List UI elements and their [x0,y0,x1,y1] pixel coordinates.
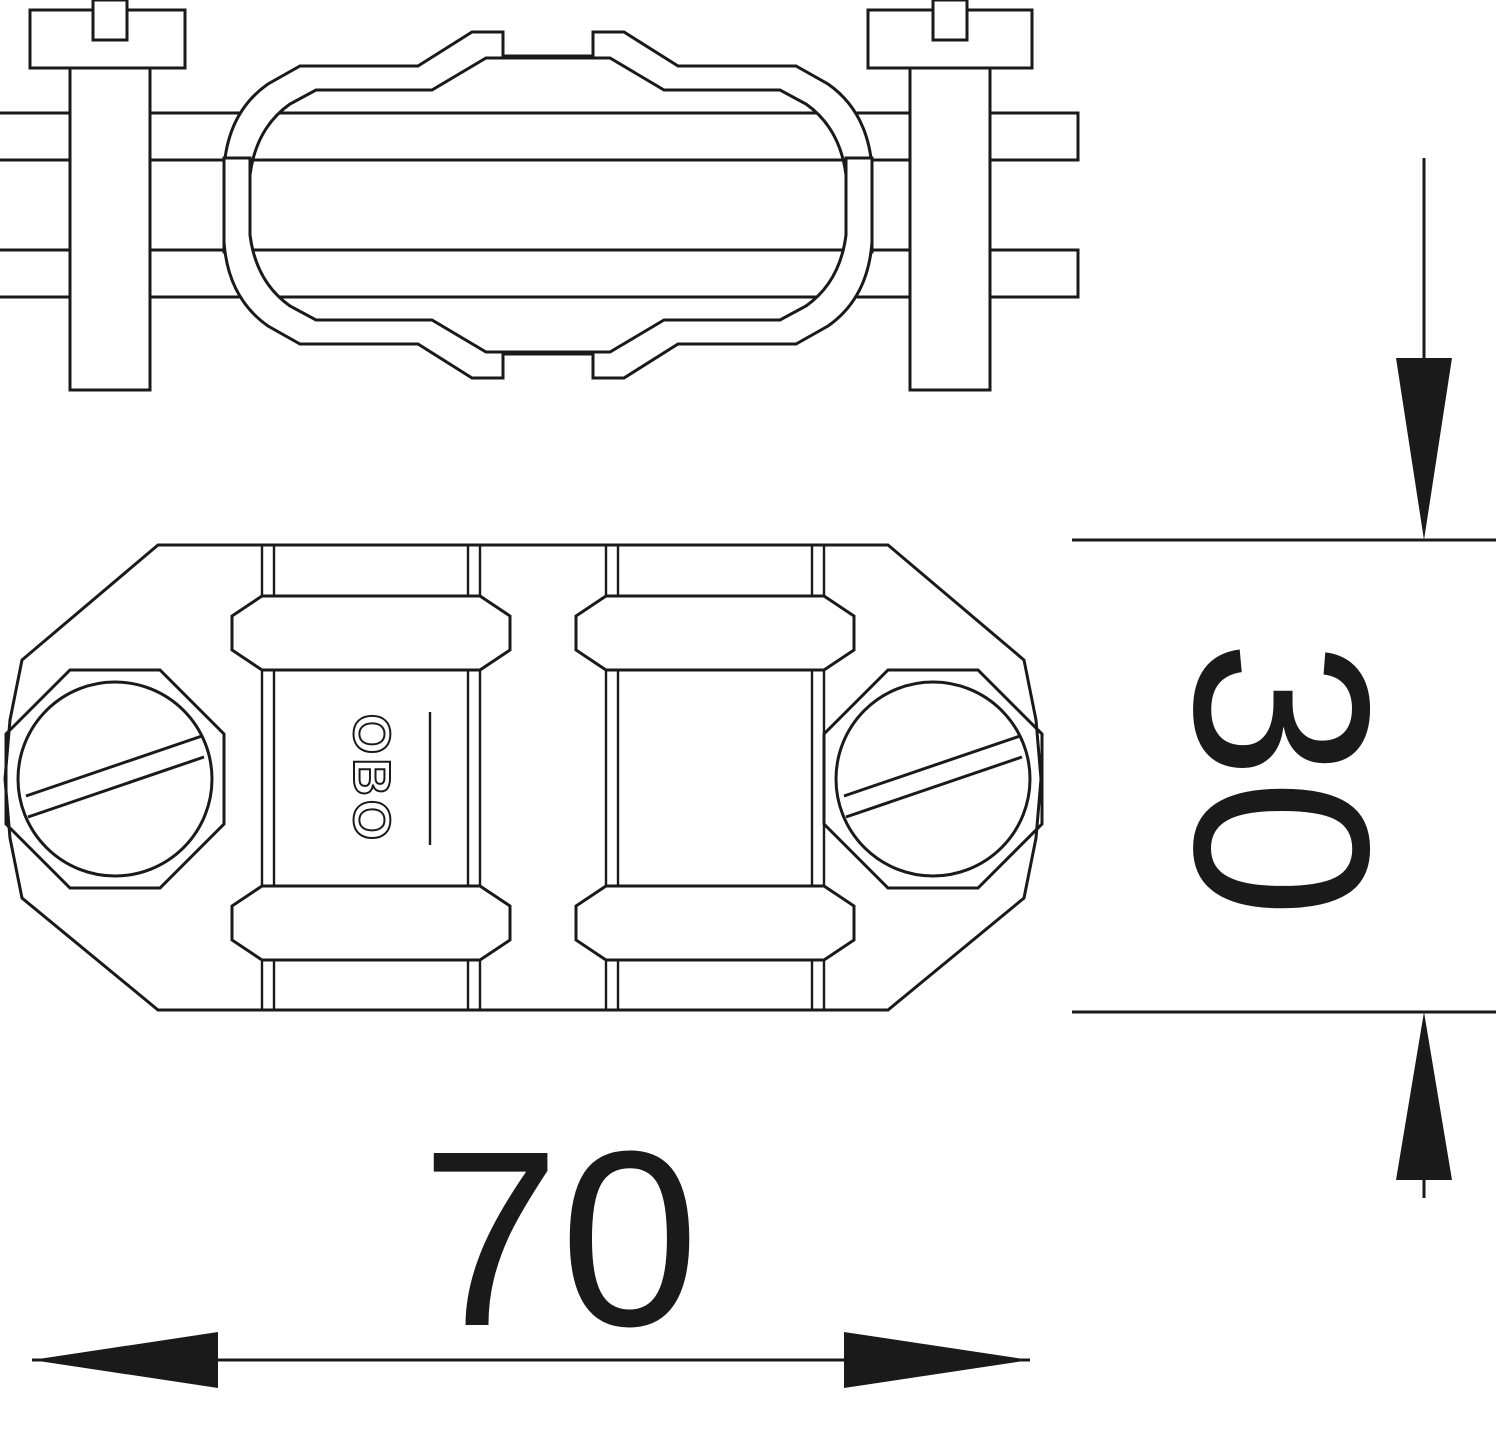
height-dim-arrow-down [1396,358,1452,540]
width-dimension: 70 [32,1099,1030,1388]
screw-right-shank [908,66,992,392]
width-dim-arrow-right [844,1332,1030,1388]
screw-left-shank [68,66,152,392]
screw-right-plan [822,668,1044,890]
manufacturer-stamp: OBO [341,712,432,845]
screw-left-slot [91,0,129,42]
height-dimension-label: 30 [1143,640,1422,918]
screw-right-head-circle [834,680,1032,878]
screw-right-side [866,0,1034,392]
bridge-left-bottom [230,884,512,962]
screw-left-slot-line-1 [27,755,205,819]
screw-left-side [28,0,187,392]
height-dim-arrow-up [1396,1012,1452,1180]
flat-bar-top [0,111,1080,162]
screw-left-slot-line-2 [25,734,203,798]
screw-right-recess-octagon [822,668,1044,890]
obo-logo: OBO [342,714,400,844]
plan-view: OBO [3,543,1044,1012]
screw-left-recess-octagon [4,668,226,890]
height-dimension: 30 [1072,158,1496,1198]
clamp-strip-lower [222,156,874,380]
side-view [0,0,1080,392]
screw-right-slot-line-1 [845,755,1023,819]
screw-right-slot [931,0,969,42]
flat-bar-bottom [0,248,1080,299]
screw-left-plan [4,668,226,890]
bridge-right-top [574,594,856,672]
screw-left-head-circle [16,680,214,878]
bridge-left-top [230,594,512,672]
width-dim-arrow-left [32,1332,218,1388]
width-dimension-label: 70 [421,1099,699,1378]
bridge-right-bottom [574,884,856,962]
screw-right-slot-line-2 [843,734,1021,798]
